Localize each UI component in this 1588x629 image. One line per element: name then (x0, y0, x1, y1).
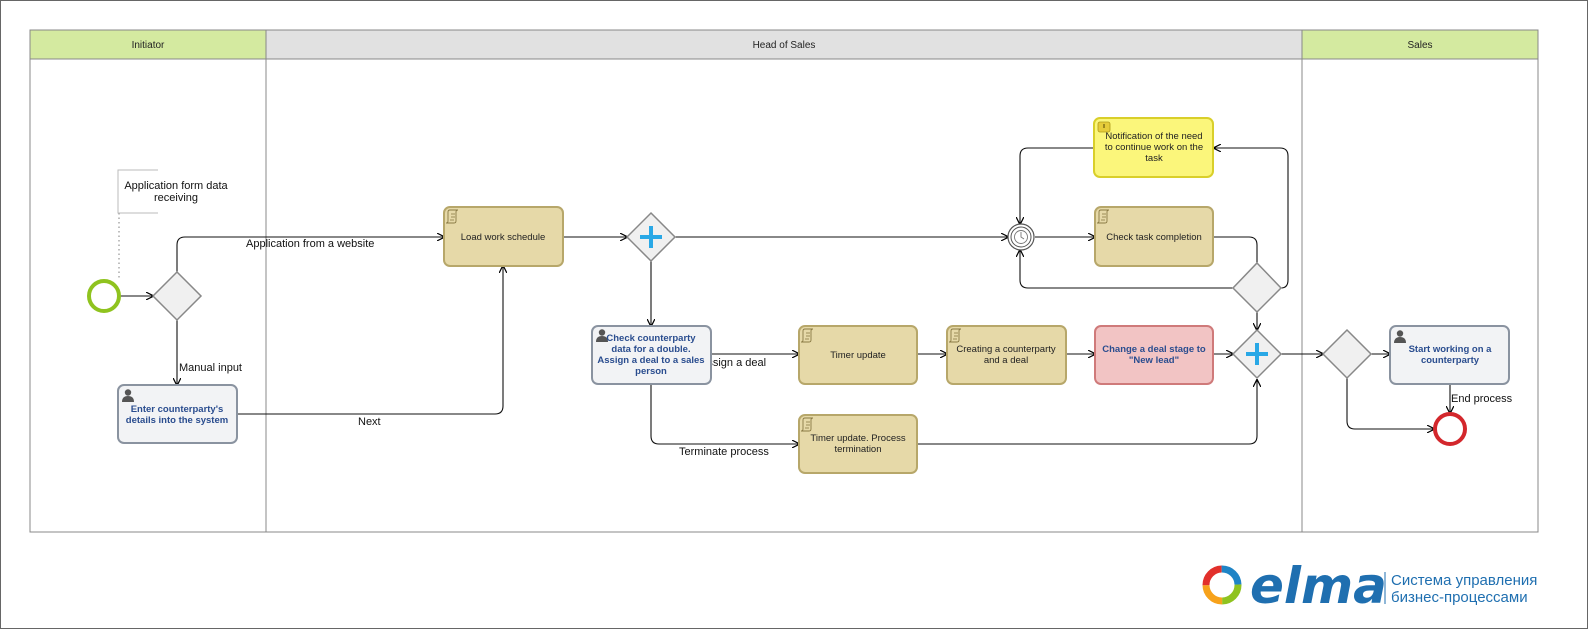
task-label: and a deal (984, 355, 1028, 366)
task-label: Creating a counterparty (956, 344, 1056, 355)
task-label: Change a deal stage to (1102, 344, 1206, 355)
plus-icon (1246, 343, 1268, 365)
end-event[interactable] (1433, 412, 1467, 446)
annotation: Application form data receiving (117, 169, 229, 280)
elma-ring-icon (1202, 565, 1242, 605)
task-label: task (1145, 153, 1163, 164)
task-label: person (635, 366, 667, 377)
flow-labels: Application from a website Manual input … (179, 238, 1513, 458)
task-label: Timer update (830, 350, 886, 361)
task-label: Start working on a (1409, 344, 1493, 355)
plus-icon (640, 226, 662, 248)
script-icon (948, 328, 962, 343)
lane-title-sales: Sales (1407, 40, 1432, 51)
flow-label-manual-input: Manual input (179, 362, 242, 374)
task-label: details into the system (126, 415, 228, 426)
lane-header-head-of-sales (265, 29, 1303, 60)
exclusive-gateway-sales[interactable] (1321, 328, 1373, 380)
timer-event[interactable] (1007, 223, 1035, 251)
task-label: to continue work on the (1105, 142, 1203, 153)
task-label: "New lead" (1129, 355, 1179, 366)
task-start-working[interactable]: Start working on a counterparty (1389, 325, 1510, 385)
script-icon (445, 209, 459, 224)
task-check-task-completion[interactable]: Check task completion (1094, 206, 1214, 267)
task-load-work-schedule[interactable]: Load work schedule (443, 206, 564, 267)
pool: Initiator Head of Sales Sales (29, 29, 1539, 533)
warning-icon (1097, 121, 1111, 133)
task-label: data for a double. (611, 344, 690, 355)
task-label: Timer update. Process (810, 433, 905, 444)
script-icon (1096, 209, 1110, 224)
task-label: Enter counterparty's (131, 404, 224, 415)
task-notification[interactable]: Notification of the need to continue wor… (1093, 117, 1214, 178)
logo-caption-line-1: Система управления (1391, 572, 1537, 589)
flow-label-assign-a-deal: Assign a deal (700, 357, 766, 369)
script-icon (800, 328, 814, 343)
flow-label-next: Next (358, 416, 381, 428)
script-icon (800, 417, 814, 432)
start-event[interactable] (87, 279, 121, 313)
exclusive-gateway-loop[interactable] (1231, 261, 1283, 314)
task-check-counterparty[interactable]: Check counterparty data for a double. As… (591, 325, 712, 385)
task-timer-update[interactable]: Timer update (798, 325, 918, 385)
sequence-flows (120, 148, 1450, 444)
flow-label-application-from-website: Application from a website (246, 238, 374, 250)
flow-label-end-process: End process (1451, 393, 1513, 405)
task-label: Check task completion (1106, 232, 1202, 243)
logo-wordmark: elma (1250, 557, 1387, 615)
lane-header-sales (1301, 29, 1539, 60)
exclusive-gateway-1[interactable] (151, 270, 203, 322)
task-enter-details[interactable]: Enter counterparty's details into the sy… (117, 384, 238, 444)
task-label: Notification of the need (1105, 131, 1202, 142)
task-label: termination (835, 444, 882, 455)
task-label: Check counterparty (606, 333, 696, 344)
task-label: Assign a deal to a sales (597, 355, 704, 366)
task-change-deal-stage[interactable]: Change a deal stage to "New lead" (1094, 325, 1214, 385)
lane-header-initiator (29, 29, 267, 60)
task-creating-counterparty[interactable]: Creating a counterparty and a deal (946, 325, 1067, 385)
lane-title-initiator: Initiator (132, 40, 165, 51)
elma-logo: elma Система управления бизнес-процессам… (1202, 557, 1537, 615)
task-timer-update-termination[interactable]: Timer update. Process termination (798, 414, 918, 474)
annotation-line-1: Application form data (124, 180, 228, 192)
parallel-gateway-join[interactable] (1231, 328, 1283, 380)
lane-title-head-of-sales: Head of Sales (753, 40, 816, 51)
task-label: counterparty (1421, 355, 1480, 366)
flow-label-terminate-process: Terminate process (679, 446, 769, 458)
annotation-line-2: receiving (154, 192, 198, 204)
task-label: Load work schedule (461, 232, 546, 243)
parallel-gateway-split[interactable] (625, 211, 677, 263)
logo-caption-line-2: бизнес-процессами (1391, 589, 1528, 606)
